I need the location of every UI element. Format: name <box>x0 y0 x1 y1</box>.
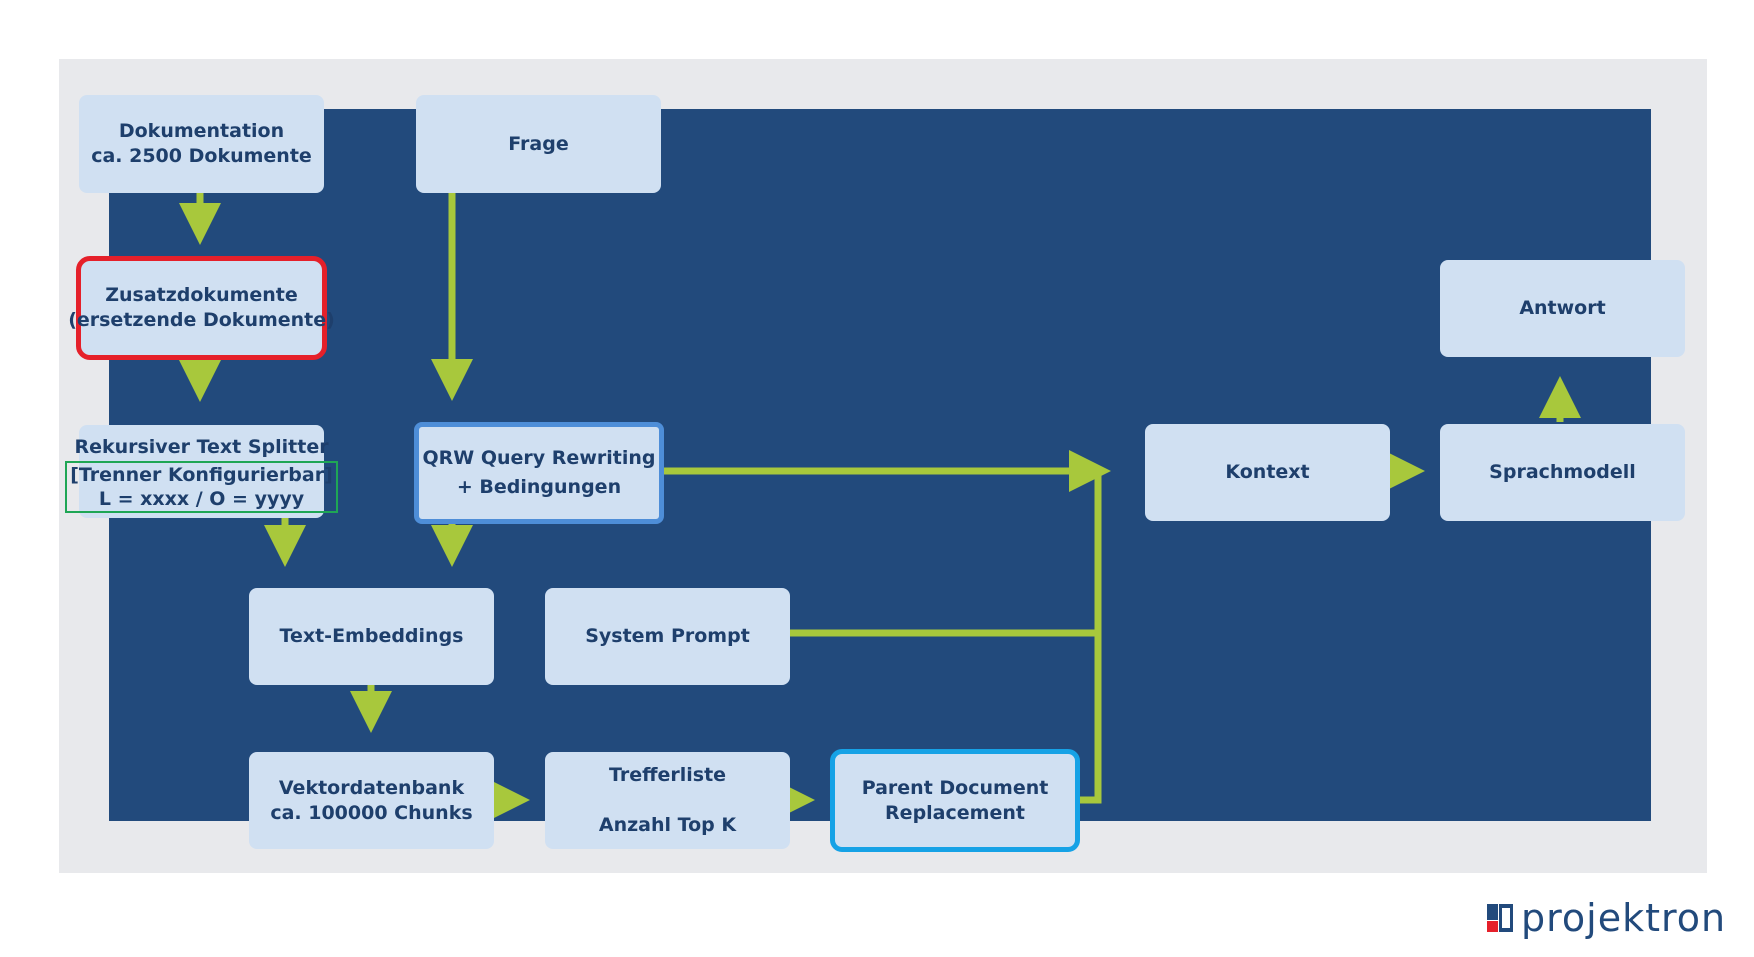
node-kontext: Kontext <box>1145 424 1390 521</box>
node-text-splitter: Rekursiver Text Splitter [Trenner Konfig… <box>65 425 338 518</box>
node-label: QRW Query Rewriting <box>422 447 656 469</box>
node-label: System Prompt <box>585 625 750 647</box>
node-label: + Bedingungen <box>456 476 622 498</box>
node-label: Antwort <box>1519 297 1606 319</box>
node-label: [Trenner Konfigurierbar] <box>70 464 333 486</box>
projektron-logo-mark-icon <box>1487 904 1513 932</box>
node-label: L = xxxx / O = yyyy <box>98 488 305 510</box>
node-label: ca. 2500 Dokumente <box>91 145 312 167</box>
node-antwort: Antwort <box>1440 260 1685 357</box>
node-label: Dokumentation <box>118 120 285 142</box>
arrow-parent-document-to-bus <box>1078 471 1102 804</box>
node-label: Frage <box>508 132 569 155</box>
node-system-prompt: System Prompt <box>545 588 790 685</box>
node-text-embeddings: Text-Embeddings <box>249 588 494 685</box>
node-zusatzdokumente: Zusatzdokumente (ersetzende Dokumente) <box>68 256 335 360</box>
projektron-logo: projektron <box>1487 898 1726 938</box>
node-dokumentation: Dokumentation ca. 2500 Dokumente <box>79 95 324 193</box>
node-label: Vektordatenbank <box>278 776 465 799</box>
node-frage: Frage <box>416 95 661 193</box>
node-label: Trefferliste <box>608 764 727 786</box>
node-trefferliste: Trefferliste Anzahl Top K <box>545 752 790 849</box>
node-label: Sprachmodell <box>1489 461 1636 483</box>
node-qrw-query-rewriting: QRW Query Rewriting + Bedingungen <box>414 422 664 524</box>
node-label: Anzahl Top K <box>598 814 737 836</box>
node-label: Rekursiver Text Splitter <box>74 436 329 458</box>
node-label: ca. 100000 Chunks <box>270 801 473 824</box>
node-sprachmodell: Sprachmodell <box>1440 424 1685 521</box>
node-label: (ersetzende Dokumente) <box>68 309 335 331</box>
node-label: Kontext <box>1225 461 1310 483</box>
node-label: Text-Embeddings <box>279 625 464 647</box>
node-vektordatenbank: Vektordatenbank ca. 100000 Chunks <box>249 752 494 849</box>
node-parent-document-replacement: Parent Document Replacement <box>830 749 1080 852</box>
splitter-config-highlight: [Trenner Konfigurierbar] L = xxxx / O = … <box>65 461 338 513</box>
projektron-logo-text: projektron <box>1521 896 1727 940</box>
node-label: Parent Document <box>861 776 1049 799</box>
node-label: Zusatzdokumente <box>105 284 298 306</box>
node-label: Replacement <box>885 801 1025 824</box>
